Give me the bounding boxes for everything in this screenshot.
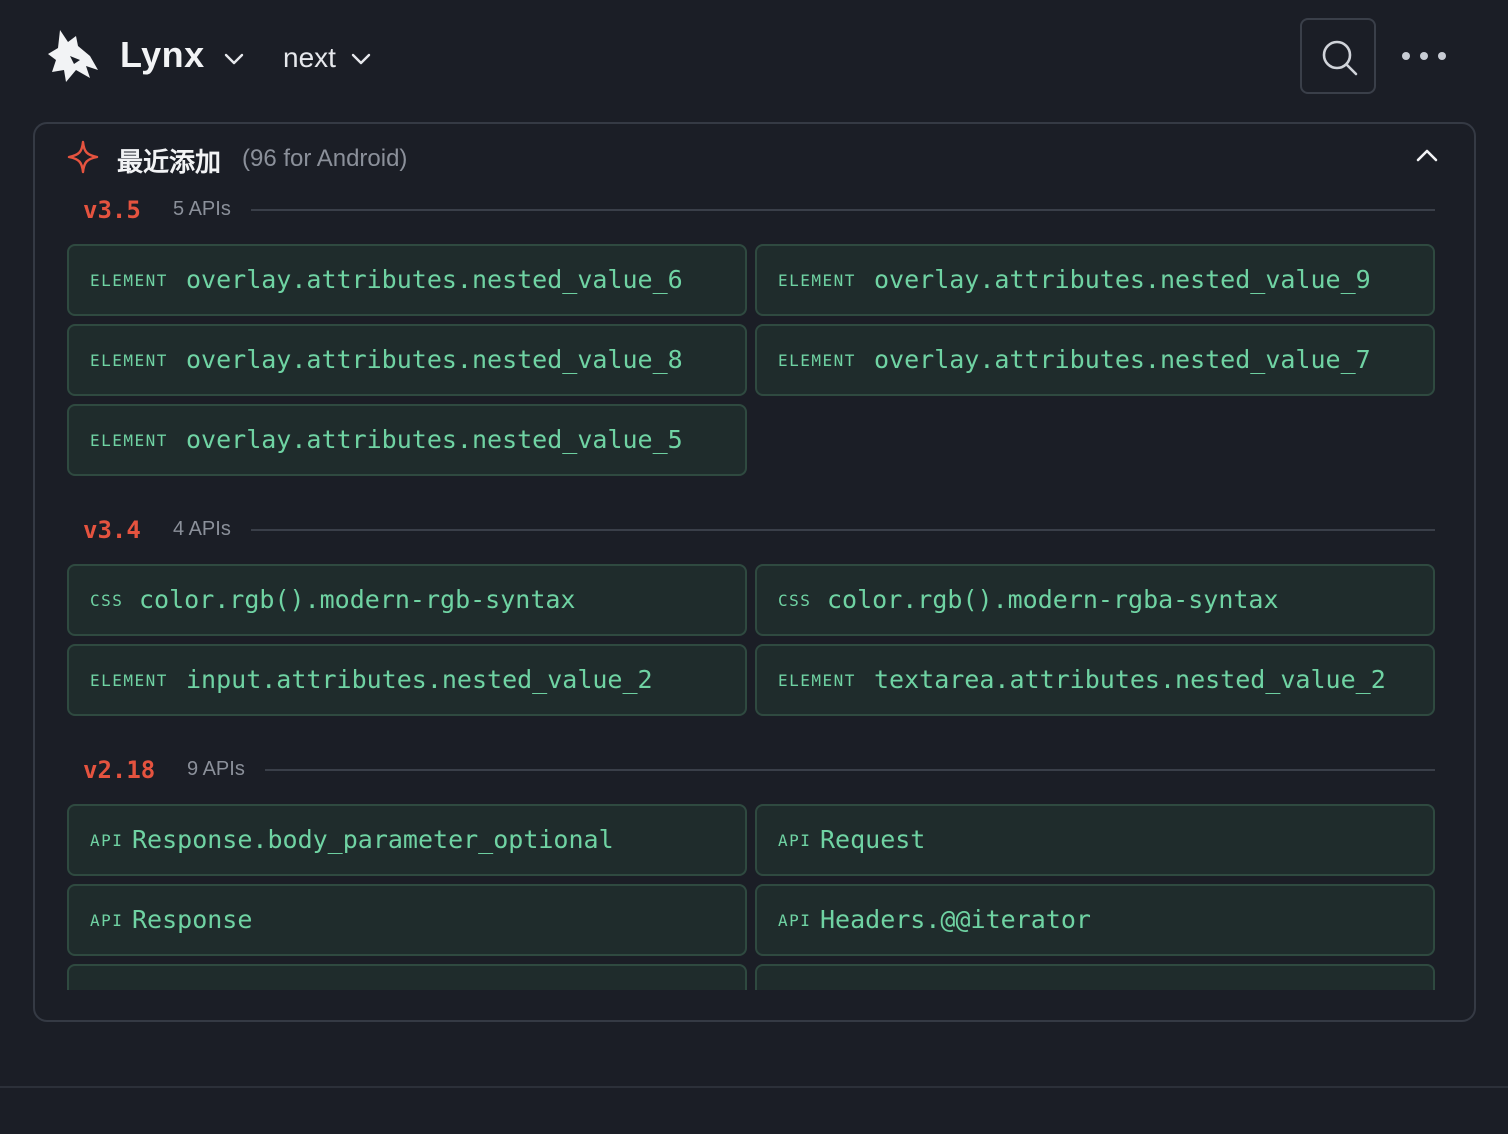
- api-type-tag: ELEMENT: [778, 671, 856, 690]
- api-card[interactable]: API Response: [67, 884, 747, 956]
- api-type-tag: ELEMENT: [90, 271, 168, 290]
- version-group-header: v3.4 4 APIs: [83, 516, 1435, 546]
- api-name: overlay.attributes.nested_value_8: [186, 345, 683, 374]
- api-card[interactable]: ELEMENT textarea.attributes.nested_value…: [755, 644, 1435, 716]
- lynx-logo-icon[interactable]: [46, 26, 100, 84]
- api-card[interactable]: ELEMENT overlay.attributes.nested_value_…: [755, 324, 1435, 396]
- divider: [251, 529, 1435, 531]
- version-label: v3.4: [83, 516, 141, 544]
- api-card[interactable]: ELEMENT input.attributes.nested_value_2: [67, 644, 747, 716]
- api-name: overlay.attributes.nested_value_6: [186, 265, 683, 294]
- api-name: overlay.attributes.nested_value_7: [874, 345, 1371, 374]
- api-name: color.rgb().modern-rgb-syntax: [139, 585, 576, 614]
- api-count: 4 APIs: [173, 518, 231, 540]
- api-card[interactable]: API Request: [755, 804, 1435, 876]
- chevron-down-icon[interactable]: [223, 52, 245, 66]
- version-label: v2.18: [83, 756, 156, 784]
- api-name: Headers.@@iterator: [820, 905, 1091, 934]
- api-name: Response: [132, 905, 253, 934]
- version-group-header: v2.18 9 APIs: [83, 756, 1435, 786]
- chevron-down-icon[interactable]: [350, 52, 372, 66]
- search-button[interactable]: [1300, 18, 1376, 94]
- api-type-tag: ELEMENT: [90, 431, 168, 450]
- api-type-tag: CSS: [778, 591, 812, 610]
- api-card[interactable]: API Headers.@@iterator: [755, 884, 1435, 956]
- recently-added-panel: 最近添加 (96 for Android) v3.5 5 APIs ELEMEN…: [33, 122, 1476, 1022]
- api-card[interactable]: ELEMENT overlay.attributes.nested_value_…: [67, 244, 747, 316]
- top-nav: Lynx next: [0, 0, 1508, 112]
- version-label: v3.5: [83, 196, 141, 224]
- api-type-tag: API: [778, 911, 812, 930]
- api-card[interactable]: CSS color.rgb().modern-rgba-syntax: [755, 564, 1435, 636]
- chevron-up-icon[interactable]: [1415, 148, 1439, 164]
- footer-divider: [0, 1086, 1508, 1088]
- version-selector[interactable]: next: [283, 42, 336, 73]
- api-list[interactable]: v3.5 5 APIs ELEMENT overlay.attributes.n…: [35, 184, 1474, 990]
- panel-subtitle: (96 for Android): [242, 145, 408, 172]
- more-horizontal-icon[interactable]: [1398, 42, 1450, 70]
- api-type-tag: API: [90, 911, 124, 930]
- api-count: 5 APIs: [173, 198, 231, 220]
- api-count: 9 APIs: [187, 758, 245, 780]
- api-card[interactable]: CSS color.rgb().modern-rgb-syntax: [67, 564, 747, 636]
- api-type-tag: ELEMENT: [778, 271, 856, 290]
- api-type-tag: API: [778, 831, 812, 850]
- api-card[interactable]: API Response.body_parameter_optional: [67, 804, 747, 876]
- api-name: Request: [820, 825, 926, 854]
- api-type-tag: ELEMENT: [778, 351, 856, 370]
- api-name: overlay.attributes.nested_value_5: [186, 425, 683, 454]
- api-card[interactable]: ELEMENT overlay.attributes.nested_value_…: [67, 404, 747, 476]
- panel-title: 最近添加: [117, 147, 222, 177]
- api-name: overlay.attributes.nested_value_9: [874, 265, 1371, 294]
- api-name: textarea.attributes.nested_value_2: [874, 665, 1386, 694]
- api-type-tag: ELEMENT: [90, 671, 168, 690]
- api-type-tag: CSS: [90, 591, 124, 610]
- version-group-header: v3.5 5 APIs: [83, 196, 1435, 226]
- sparkle-icon: [67, 140, 99, 174]
- brand-name[interactable]: Lynx: [120, 34, 205, 75]
- api-card[interactable]: [755, 964, 1435, 990]
- api-type-tag: API: [90, 831, 124, 850]
- panel-header[interactable]: 最近添加 (96 for Android): [35, 124, 1474, 194]
- api-card[interactable]: ELEMENT overlay.attributes.nested_value_…: [67, 324, 747, 396]
- api-card[interactable]: [67, 964, 747, 990]
- api-name: Response.body_parameter_optional: [132, 825, 614, 854]
- api-name: color.rgb().modern-rgba-syntax: [827, 585, 1279, 614]
- search-icon: [1322, 40, 1358, 76]
- divider: [251, 209, 1435, 211]
- api-type-tag: ELEMENT: [90, 351, 168, 370]
- api-name: input.attributes.nested_value_2: [186, 665, 653, 694]
- divider: [265, 769, 1435, 771]
- api-card[interactable]: ELEMENT overlay.attributes.nested_value_…: [755, 244, 1435, 316]
